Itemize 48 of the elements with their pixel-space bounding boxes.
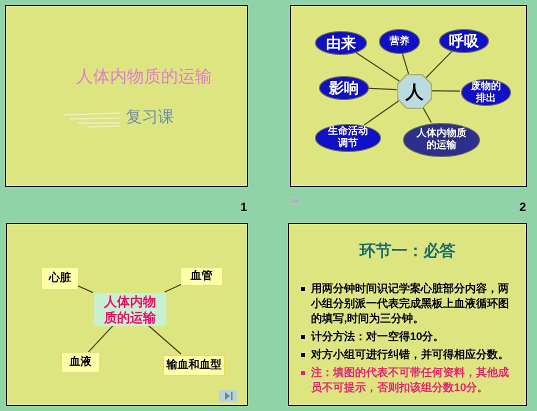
connector-line — [402, 52, 410, 74]
connector-line — [88, 324, 114, 352]
node-label: 血管 — [190, 269, 212, 284]
slide-number: 2 — [519, 199, 526, 216]
label-box — [163, 355, 225, 376]
slide-number: 1 — [240, 199, 247, 216]
node-label: 人体内物质的运输 — [416, 128, 468, 152]
node-label: 输血和血型 — [166, 358, 222, 374]
ellipse-node — [319, 76, 369, 100]
connector-line — [354, 51, 400, 82]
connector-line — [430, 90, 460, 92]
ellipse-node — [439, 29, 489, 53]
slide-title: 环节一：必答 — [358, 241, 456, 262]
bullet-text: 对方小组可进行纠错，并可得相应分数。 — [311, 348, 509, 363]
bullet-text: 注：填图的代表不可带任何资料，其他成员不可提示，否则扣该组分数10分。 — [311, 366, 510, 396]
ellipse-node — [315, 124, 381, 152]
label-box — [42, 268, 78, 289]
node-label: 废物的排出 — [470, 80, 502, 104]
slide-panel — [6, 223, 248, 406]
node-label: 影响 — [328, 80, 360, 96]
node-label: 生命活动调节 — [327, 126, 369, 150]
node-label: 由来 — [325, 36, 357, 50]
octagon-node — [397, 74, 432, 109]
topic-box — [94, 293, 166, 326]
node-label: 人 — [406, 82, 424, 100]
connector-line — [164, 283, 182, 293]
label-box — [181, 268, 222, 285]
ellipse-node — [461, 79, 511, 106]
connector-line — [421, 105, 432, 123]
connector-line — [147, 324, 182, 354]
slide-panel — [288, 223, 527, 406]
ellipse-node — [403, 123, 480, 157]
connector-line — [424, 50, 453, 79]
node-label: 心脏 — [49, 270, 71, 286]
node-label: 呼吸 — [448, 34, 480, 48]
node-label: 人体内物质的运输 — [103, 294, 157, 326]
slide-subtitle: 复习课 — [126, 110, 174, 126]
label-box — [62, 353, 99, 372]
node-label: 营养 — [388, 36, 410, 48]
bullet-text: 计分方法：对一空得10分。 — [311, 330, 444, 345]
connector-line — [76, 284, 94, 294]
node-label: 血液 — [70, 354, 92, 370]
slide-title: 人体内物质的运输 — [76, 68, 212, 85]
bullet-text: 用两分钟时间识记学案心脏部分内容，两小组分别派一代表完成黑板上血液循环图的填写,时间为三分钟。 — [311, 282, 510, 327]
ellipse-node — [379, 29, 420, 54]
ellipse-node — [315, 31, 367, 55]
connector-line — [368, 88, 397, 90]
connector-line — [364, 100, 400, 126]
